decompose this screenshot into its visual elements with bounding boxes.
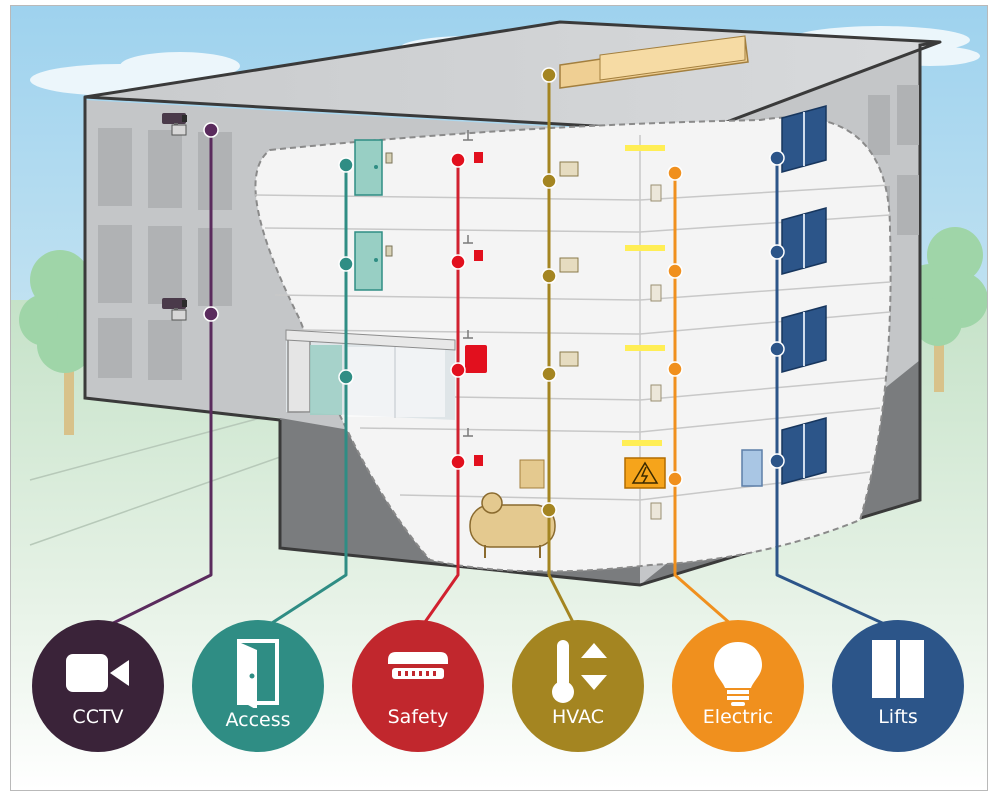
lifts-line	[775, 158, 903, 634]
access-door-icon	[354, 139, 393, 196]
access-door-icon	[354, 231, 393, 291]
fire-alarm-icon	[465, 152, 487, 466]
smoke-detector-icon	[352, 638, 484, 708]
system-hvac[interactable]: HVAC	[512, 620, 644, 752]
lift-control-panel	[741, 449, 763, 487]
system-label: Safety	[387, 706, 449, 728]
door-icon	[192, 638, 324, 710]
elevator-door-icon	[781, 105, 827, 485]
electrical-panel-icon	[624, 457, 666, 489]
system-label: Lifts	[878, 706, 918, 728]
system-label: Access	[225, 709, 291, 731]
cctv-camera-icon	[162, 298, 187, 321]
elevator-icon	[832, 638, 964, 708]
system-safety[interactable]: Safety	[352, 620, 484, 752]
access-line	[257, 165, 348, 634]
hvac-unit-icon	[469, 459, 556, 558]
system-lifts[interactable]: Lifts	[832, 620, 964, 752]
cutaway-interior	[254, 116, 892, 573]
entrance-lobby	[285, 329, 456, 420]
walkway	[29, 409, 301, 546]
system-electric[interactable]: Electric	[672, 620, 804, 752]
video-camera-icon	[32, 638, 164, 708]
system-cctv[interactable]: CCTV	[32, 620, 164, 752]
electric-line	[673, 173, 741, 634]
thermostat-icon	[559, 161, 579, 367]
system-label: HVAC	[552, 706, 604, 728]
hvac-line	[547, 75, 580, 633]
system-label: Electric	[702, 706, 774, 728]
cctv-camera-icon	[162, 113, 187, 136]
system-access[interactable]: Access	[192, 620, 324, 752]
connection-nodes	[203, 67, 785, 518]
thermometer-icon	[512, 638, 644, 708]
cctv-line	[94, 130, 213, 634]
safety-line	[416, 160, 460, 633]
light-bulb-icon	[672, 638, 804, 708]
system-label: CCTV	[72, 706, 124, 728]
